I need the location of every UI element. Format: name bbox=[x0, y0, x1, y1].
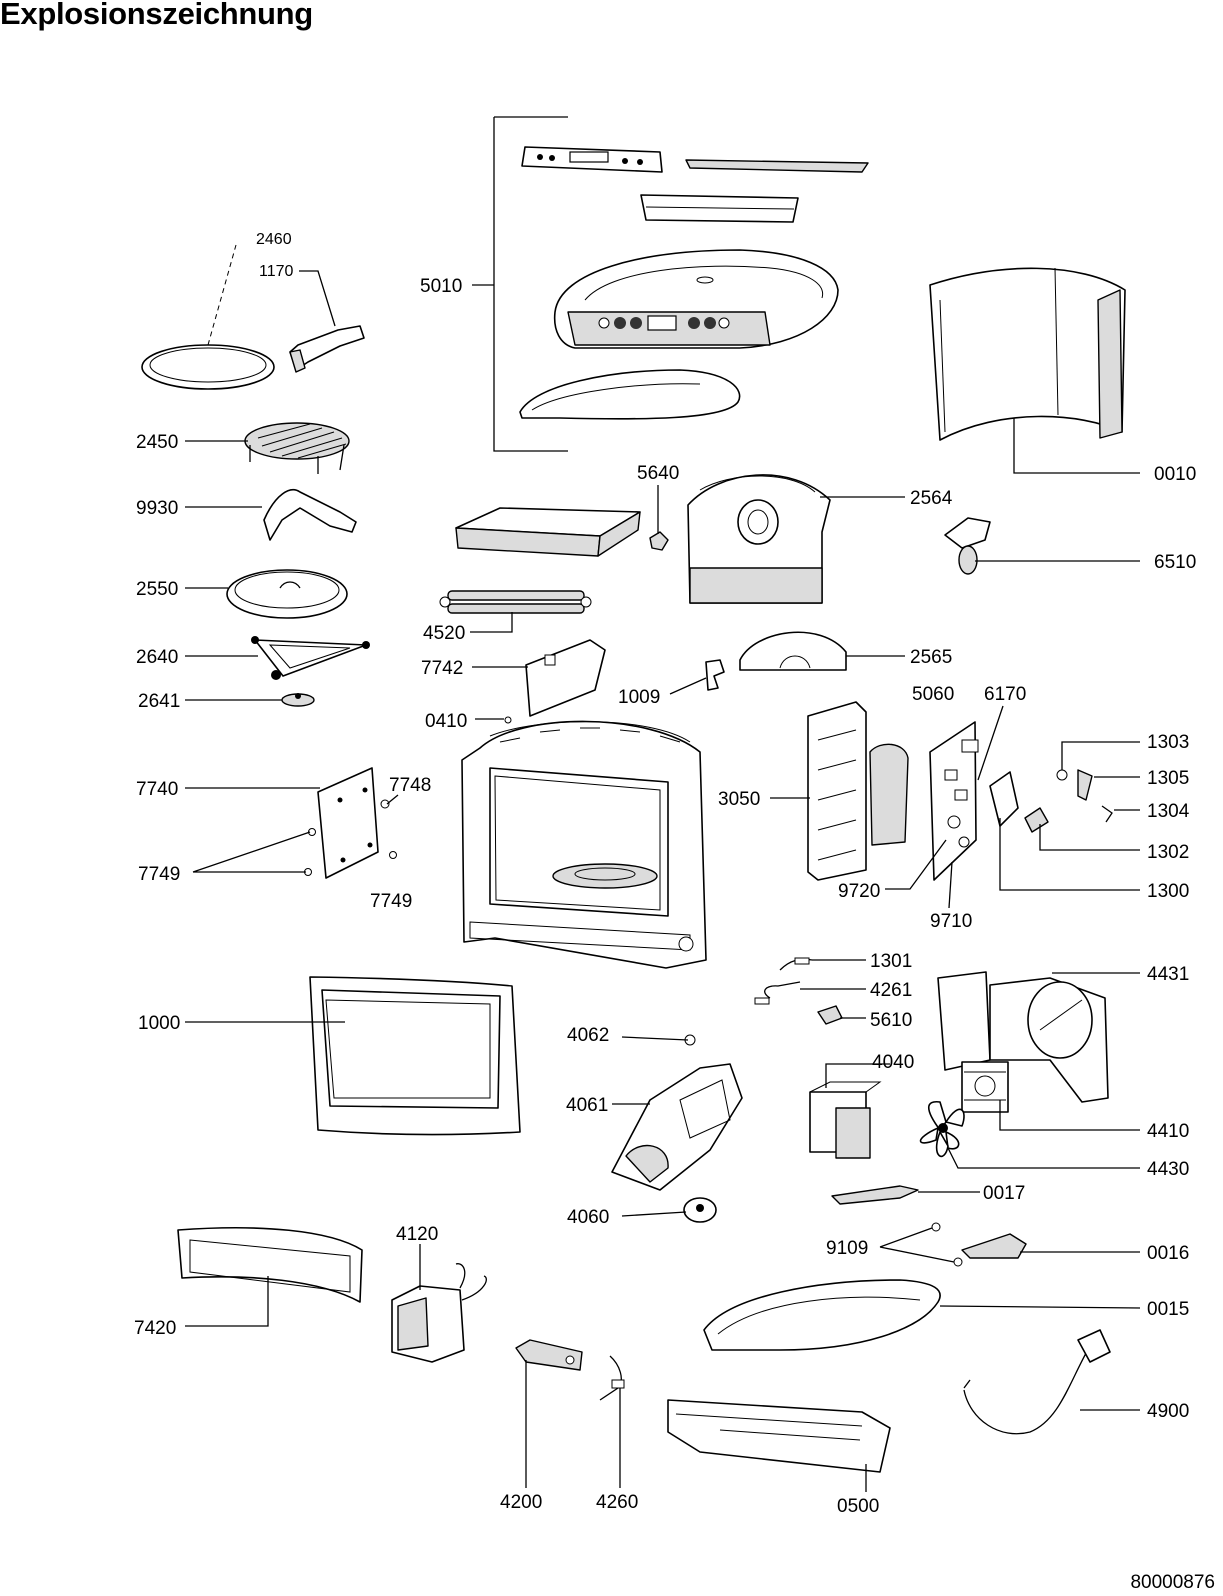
label-9109: 9109 bbox=[826, 1238, 868, 1259]
part-2460-plate bbox=[141, 244, 275, 390]
label-0016: 0016 bbox=[1147, 1243, 1189, 1264]
label-1000: 1000 bbox=[138, 1013, 180, 1034]
label-7749-left: 7749 bbox=[138, 864, 180, 885]
part-4120-hv-transformer bbox=[391, 1263, 487, 1363]
label-4900: 4900 bbox=[1147, 1401, 1189, 1422]
part-1000-door bbox=[309, 976, 521, 1136]
part-7742-shield bbox=[525, 639, 606, 717]
part-7420-door-trim bbox=[177, 1227, 363, 1303]
label-1304: 1304 bbox=[1147, 801, 1190, 822]
part-2641-coupler bbox=[281, 693, 315, 707]
label-4430: 4430 bbox=[1147, 1159, 1189, 1180]
label-1009: 1009 bbox=[618, 687, 660, 708]
part-1170-handle bbox=[289, 325, 365, 373]
part-4430-fan-blade bbox=[919, 1101, 965, 1158]
label-2550: 2550 bbox=[136, 579, 178, 600]
label-0017: 0017 bbox=[983, 1183, 1025, 1204]
label-9710: 9710 bbox=[930, 911, 972, 932]
label-1300: 1300 bbox=[1147, 881, 1189, 902]
part-1303-1305-1304-springs bbox=[1056, 769, 1113, 823]
label-4120: 4120 bbox=[396, 1224, 438, 1245]
leader-lines bbox=[185, 116, 1141, 1492]
part-9930-bracket bbox=[263, 489, 357, 541]
part-1009-clip bbox=[705, 659, 725, 691]
part-6510-lamp bbox=[944, 517, 991, 575]
label-6510: 6510 bbox=[1154, 552, 1196, 573]
label-4200: 4200 bbox=[500, 1492, 542, 1513]
part-4061-waveguide bbox=[611, 1063, 743, 1191]
part-4900-power-cord bbox=[963, 1329, 1111, 1435]
label-1301: 1301 bbox=[870, 951, 912, 972]
label-4062: 4062 bbox=[567, 1025, 609, 1046]
part-2450-grill-rack bbox=[244, 422, 350, 474]
part-4260-diode bbox=[599, 1355, 625, 1401]
label-7742: 7742 bbox=[421, 658, 463, 679]
part-oven-cavity bbox=[461, 720, 707, 969]
part-0016-foot bbox=[961, 1233, 1027, 1259]
part-4410-fan-motor bbox=[961, 1061, 1009, 1113]
label-5060: 5060 bbox=[912, 684, 954, 705]
part-mica-cover bbox=[455, 507, 641, 557]
part-4040-transformer bbox=[809, 1081, 882, 1159]
part-0010-wrap-cover bbox=[929, 267, 1126, 441]
label-9930: 9930 bbox=[136, 498, 178, 519]
part-4431-fan-housing bbox=[937, 971, 1109, 1103]
document-number: 80000876 bbox=[1130, 1572, 1215, 1593]
part-0017-strip bbox=[831, 1185, 919, 1205]
label-7749-right: 7749 bbox=[370, 891, 412, 912]
label-1302: 1302 bbox=[1147, 842, 1189, 863]
part-3050-switch-bracket bbox=[807, 701, 909, 881]
label-2565: 2565 bbox=[910, 647, 952, 668]
label-2450: 2450 bbox=[136, 432, 178, 453]
part-2564-cover-plate bbox=[687, 474, 831, 604]
part-7740-cover-plate bbox=[304, 767, 397, 879]
part-1301-4261-5610-wiring bbox=[754, 957, 843, 1025]
label-1303: 1303 bbox=[1147, 732, 1189, 753]
label-1305: 1305 bbox=[1147, 768, 1189, 789]
label-4060: 4060 bbox=[567, 1207, 609, 1228]
label-4061: 4061 bbox=[566, 1095, 608, 1116]
page-title: Explosionszeichnung bbox=[0, 0, 313, 31]
label-7748: 7748 bbox=[389, 775, 431, 796]
part-4060-turntable-motor bbox=[683, 1197, 717, 1223]
label-3050: 3050 bbox=[718, 789, 760, 810]
label-0500: 0500 bbox=[837, 1496, 879, 1517]
part-9109-screws bbox=[931, 1222, 963, 1267]
label-5010: 5010 bbox=[420, 276, 462, 297]
label-0010: 0010 bbox=[1154, 464, 1196, 485]
part-4520-heater bbox=[439, 590, 592, 614]
part-5010-control-assembly bbox=[519, 146, 869, 420]
part-5060-switch-board bbox=[929, 721, 979, 881]
part-1300-latch bbox=[989, 771, 1049, 833]
label-2460: 2460 bbox=[256, 231, 292, 248]
label-9720: 9720 bbox=[838, 881, 880, 902]
label-0015: 0015 bbox=[1147, 1299, 1189, 1320]
part-5640-clip bbox=[649, 531, 669, 551]
label-2640: 2640 bbox=[136, 647, 178, 668]
part-4200-capacitor bbox=[515, 1339, 583, 1371]
part-0410-screw bbox=[504, 716, 512, 724]
part-0015-base-tray bbox=[703, 1279, 941, 1351]
label-7420: 7420 bbox=[134, 1318, 176, 1339]
label-2641: 2641 bbox=[138, 691, 180, 712]
label-2564: 2564 bbox=[910, 488, 953, 509]
label-7740: 7740 bbox=[136, 779, 178, 800]
label-0410: 0410 bbox=[425, 711, 467, 732]
label-4520: 4520 bbox=[423, 623, 465, 644]
label-4040: 4040 bbox=[872, 1052, 914, 1073]
part-2565-mica bbox=[739, 631, 847, 671]
label-5610: 5610 bbox=[870, 1010, 912, 1031]
label-6170: 6170 bbox=[984, 684, 1026, 705]
label-4410: 4410 bbox=[1147, 1121, 1189, 1142]
part-2550-turntable bbox=[226, 569, 348, 619]
part-2640-roller-ring bbox=[251, 636, 370, 680]
label-5640: 5640 bbox=[637, 463, 679, 484]
label-4261: 4261 bbox=[870, 980, 912, 1001]
label-4260: 4260 bbox=[596, 1492, 638, 1513]
label-1170: 1170 bbox=[259, 263, 294, 280]
part-0500-bottom-panel bbox=[667, 1399, 891, 1473]
label-4431: 4431 bbox=[1147, 964, 1189, 985]
